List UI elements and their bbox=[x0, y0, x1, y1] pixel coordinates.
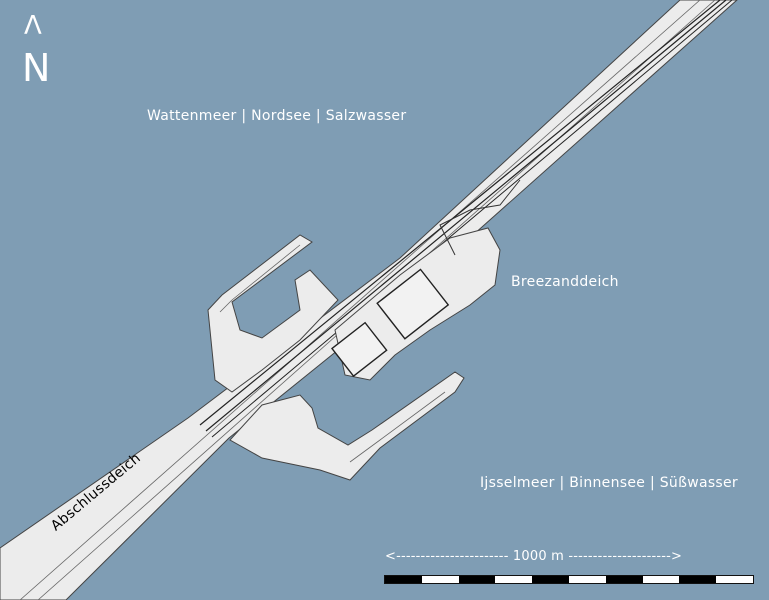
scale-segment bbox=[679, 576, 717, 583]
south-harbour-pier bbox=[229, 371, 465, 481]
label-breezanddeich: Breezanddeich bbox=[511, 274, 619, 290]
pier-inner-line bbox=[349, 391, 446, 463]
scale-segment bbox=[568, 576, 606, 583]
building bbox=[376, 268, 450, 340]
label-ijsselmeer: Ijsselmeer | Binnensee | Süßwasser bbox=[480, 475, 738, 491]
scale-segment bbox=[495, 576, 533, 583]
scale-segment bbox=[716, 576, 753, 583]
north-arrow-icon: Λ bbox=[24, 11, 42, 41]
north-label: N bbox=[22, 46, 51, 90]
scale-label: <----------------------- 1000 m --------… bbox=[385, 549, 683, 564]
service-road bbox=[439, 179, 521, 256]
scale-segment bbox=[421, 576, 459, 583]
north-harbour-pier bbox=[207, 234, 339, 393]
dike-lane-line bbox=[205, 0, 727, 432]
pier-inner-line bbox=[219, 244, 301, 313]
scale-segment bbox=[605, 576, 643, 583]
scale-segment bbox=[532, 576, 569, 583]
main-dike bbox=[0, 0, 738, 600]
scale-bar bbox=[384, 575, 754, 584]
dike-lane-line bbox=[19, 0, 701, 600]
dike-lane-line bbox=[211, 0, 733, 438]
scale-segment bbox=[642, 576, 680, 583]
building bbox=[331, 321, 388, 378]
dike-lane-line bbox=[199, 0, 721, 426]
scale-segment bbox=[385, 576, 422, 583]
scale-segment bbox=[458, 576, 496, 583]
label-wattenmeer: Wattenmeer | Nordsee | Salzwasser bbox=[147, 108, 407, 124]
